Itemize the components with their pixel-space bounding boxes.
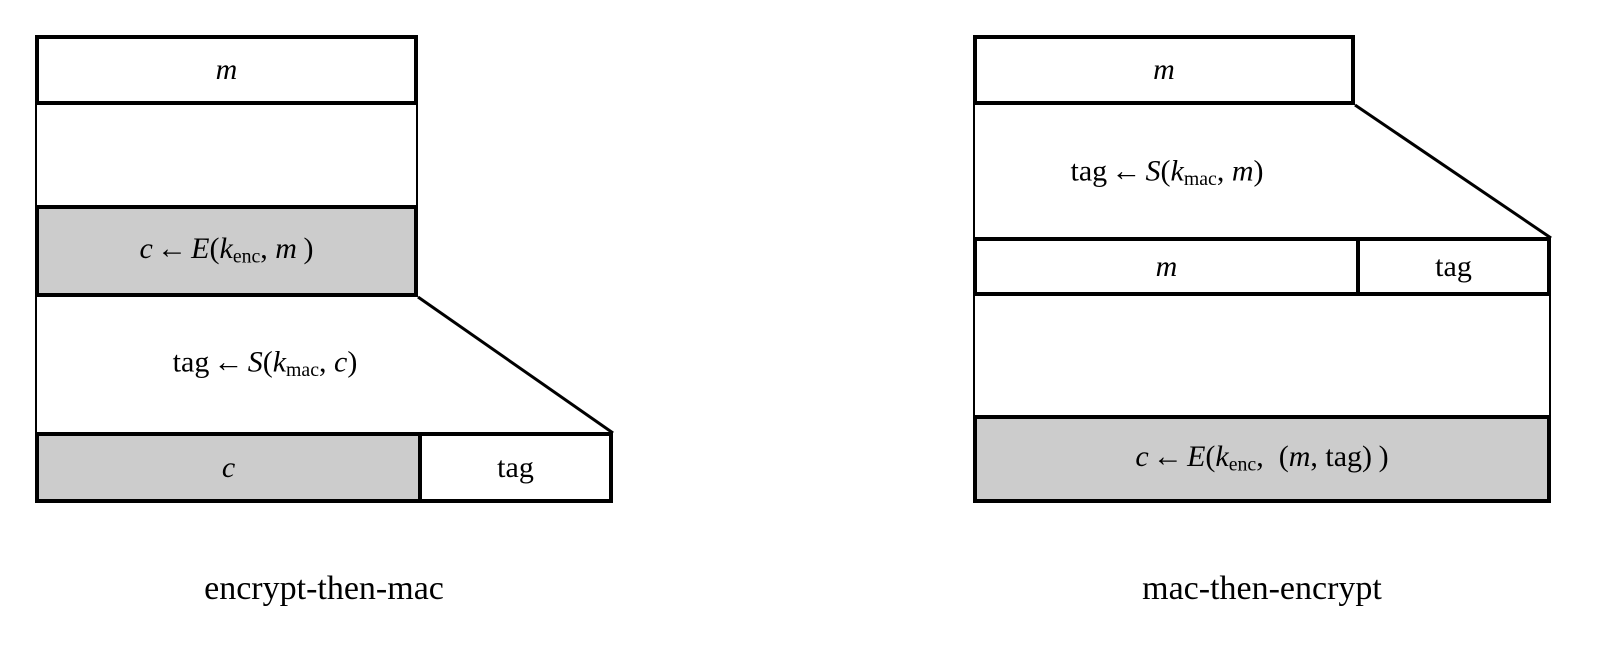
etm-wall-left-lower <box>35 295 37 434</box>
mte-mac-step-label: tag←S(kmac, m) <box>1070 154 1264 190</box>
etm-wall-left-upper <box>35 103 37 207</box>
etm-encrypt-box: c←E(kenc, m) <box>35 205 418 297</box>
etm-mac-step-label: tag←S(kmac, c) <box>172 345 358 381</box>
etm-output-box: c tag <box>35 432 613 503</box>
mte-wall-left-lower <box>973 294 975 417</box>
mte-middle-cell-tag: tag <box>1356 241 1547 292</box>
mte-wall-left-upper <box>973 103 975 239</box>
etm-plaintext-box: m <box>35 35 418 105</box>
mte-plaintext-box: m <box>973 35 1355 105</box>
mte-encrypt-label: c←E(kenc, (m, tag)) <box>1135 440 1389 476</box>
etm-output-tag-label: tag <box>497 450 534 484</box>
mte-middle-tag-label: tag <box>1435 249 1472 283</box>
mte-caption: mac-then-encrypt <box>1142 570 1382 607</box>
etm-output-ciphertext-label: c <box>221 450 236 484</box>
etm-wall-right-upper <box>416 103 418 207</box>
mte-middle-box: m tag <box>973 237 1551 296</box>
mte-plaintext-label: m <box>1153 53 1175 86</box>
mte-encrypt-box: c←E(kenc, (m, tag)) <box>973 415 1551 503</box>
mte-wall-right-lower <box>1549 294 1551 417</box>
etm-caption: encrypt-then-mac <box>204 570 444 607</box>
etm-encrypt-label: c←E(kenc, m) <box>139 232 314 268</box>
etm-output-cell-tag: tag <box>418 436 609 499</box>
mte-middle-cell-message: m <box>977 241 1356 292</box>
etm-output-cell-ciphertext: c <box>39 436 418 499</box>
mte-middle-message-label: m <box>1155 249 1178 283</box>
etm-plaintext-label: m <box>215 53 238 86</box>
